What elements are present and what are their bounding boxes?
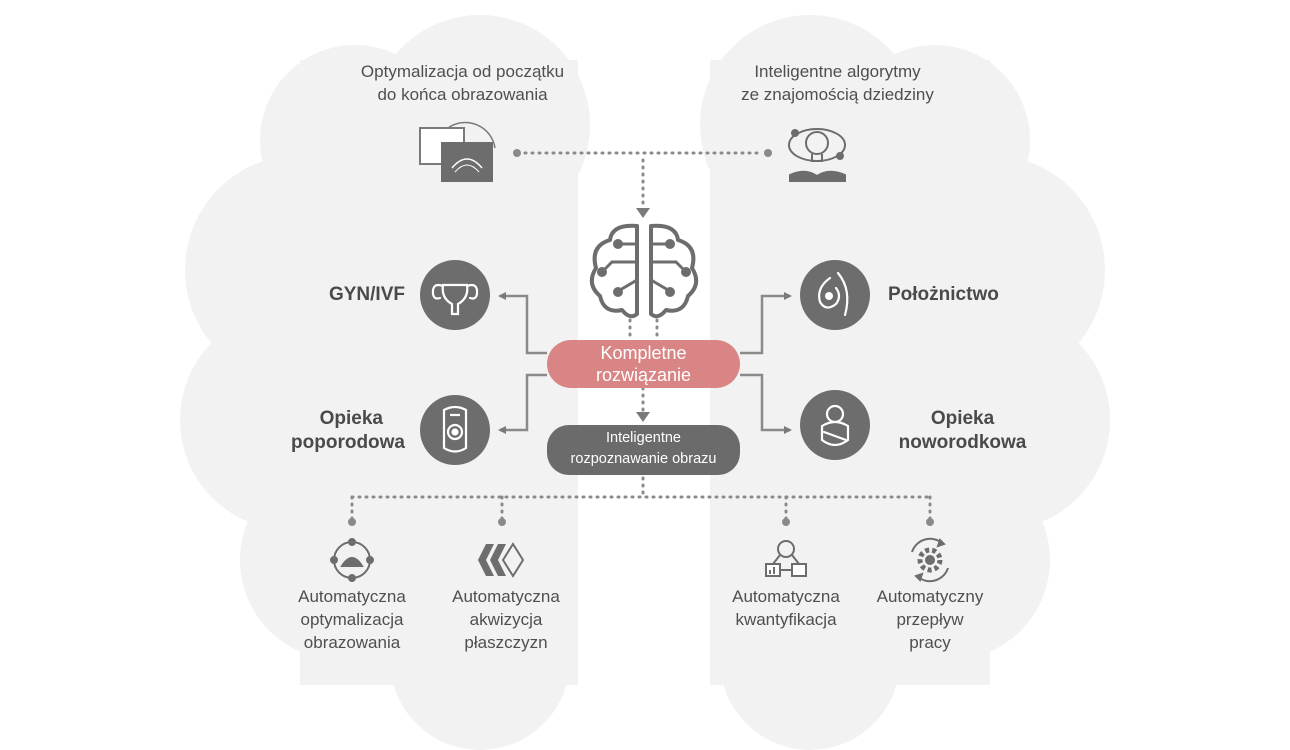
top-left-caption: Optymalizacja od początku do końca obraz… xyxy=(340,60,585,106)
complete-solution-pill xyxy=(547,340,740,388)
brain-background-right xyxy=(700,15,1110,750)
uterus-icon xyxy=(420,260,490,330)
feature-2-line1: Automatyczna xyxy=(452,587,560,606)
feature-quantification: Automatyczna kwantyfikacja xyxy=(706,585,866,631)
obstetrics-label: Położnictwo xyxy=(888,283,1038,307)
image-recognition-pill xyxy=(547,425,740,475)
feature-plane-acquisition: Automatyczna akwizycja płaszczyzn xyxy=(426,585,586,654)
plane-acquisition-icon xyxy=(478,542,525,578)
lightbulb-book-icon xyxy=(788,128,846,182)
feature-workflow: Automatyczny przepływ pracy xyxy=(850,585,1010,654)
arrow-down-secondary xyxy=(636,412,650,422)
feature-3-line1: Automatyczna xyxy=(732,587,840,606)
pelvic-probe-icon xyxy=(420,395,490,465)
neonatal-label: Opieka noworodkowa xyxy=(885,407,1040,455)
ultrasound-screens-icon xyxy=(419,121,496,182)
auto-optimize-icon xyxy=(330,538,374,582)
feature-4-line3: pracy xyxy=(909,633,951,652)
complete-solution-label: Kompletne rozwiązanie xyxy=(547,342,740,386)
complete-solution-line1: Kompletne xyxy=(600,343,687,363)
top-left-caption-line2: do końca obrazowania xyxy=(377,85,548,104)
postpartum-line2: poporodowa xyxy=(291,432,405,453)
image-recognition-line2: rozpoznawanie obrazu xyxy=(570,451,717,467)
branch-connectors xyxy=(498,292,792,434)
newborn-icon xyxy=(800,390,870,460)
brain-circuit-icon xyxy=(589,223,699,319)
complete-solution-line2: rozwiązanie xyxy=(595,365,692,385)
top-right-caption: Inteligentne algorytmy ze znajomością dz… xyxy=(715,60,960,106)
postpartum-label: Opieka poporodowa xyxy=(255,407,405,455)
feature-4-line2: przepływ xyxy=(896,610,964,629)
postpartum-line1: Opieka xyxy=(319,408,383,429)
feature-3-line2: kwantyfikacja xyxy=(735,610,837,629)
workflow-gear-icon xyxy=(911,537,949,583)
center-connectors xyxy=(350,318,932,522)
top-left-caption-line1: Optymalizacja od początku xyxy=(360,62,565,81)
feature-1-line3: obrazowania xyxy=(303,633,401,652)
feature-2-line3: płaszczyzn xyxy=(464,633,548,652)
feature-2-line2: akwizycja xyxy=(469,610,543,629)
top-right-caption-line2: ze znajomością dziedziny xyxy=(741,85,934,104)
gyn-ivf-text: GYN/IVF xyxy=(328,284,405,305)
pregnancy-icon xyxy=(800,260,870,330)
quantification-icon xyxy=(765,540,807,577)
neonatal-line2: noworodkowa xyxy=(898,432,1027,453)
image-recognition-line1: Inteligentne xyxy=(606,430,681,446)
feature-1-line1: Automatyczna xyxy=(298,587,406,606)
feature-dots xyxy=(348,518,934,526)
top-connectors xyxy=(513,149,772,218)
feature-1-line2: optymalizacja xyxy=(300,610,404,629)
gyn-ivf-label: GYN/IVF xyxy=(300,283,405,307)
feature-4-line1: Automatyczny xyxy=(876,587,984,606)
image-recognition-label: Inteligentne rozpoznawanie obrazu xyxy=(547,428,740,470)
feature-auto-optimization: Automatyczna optymalizacja obrazowania xyxy=(272,585,432,654)
top-right-caption-line1: Inteligentne algorytmy xyxy=(754,62,921,81)
obstetrics-text: Położnictwo xyxy=(888,284,999,305)
neonatal-line1: Opieka xyxy=(930,408,995,429)
